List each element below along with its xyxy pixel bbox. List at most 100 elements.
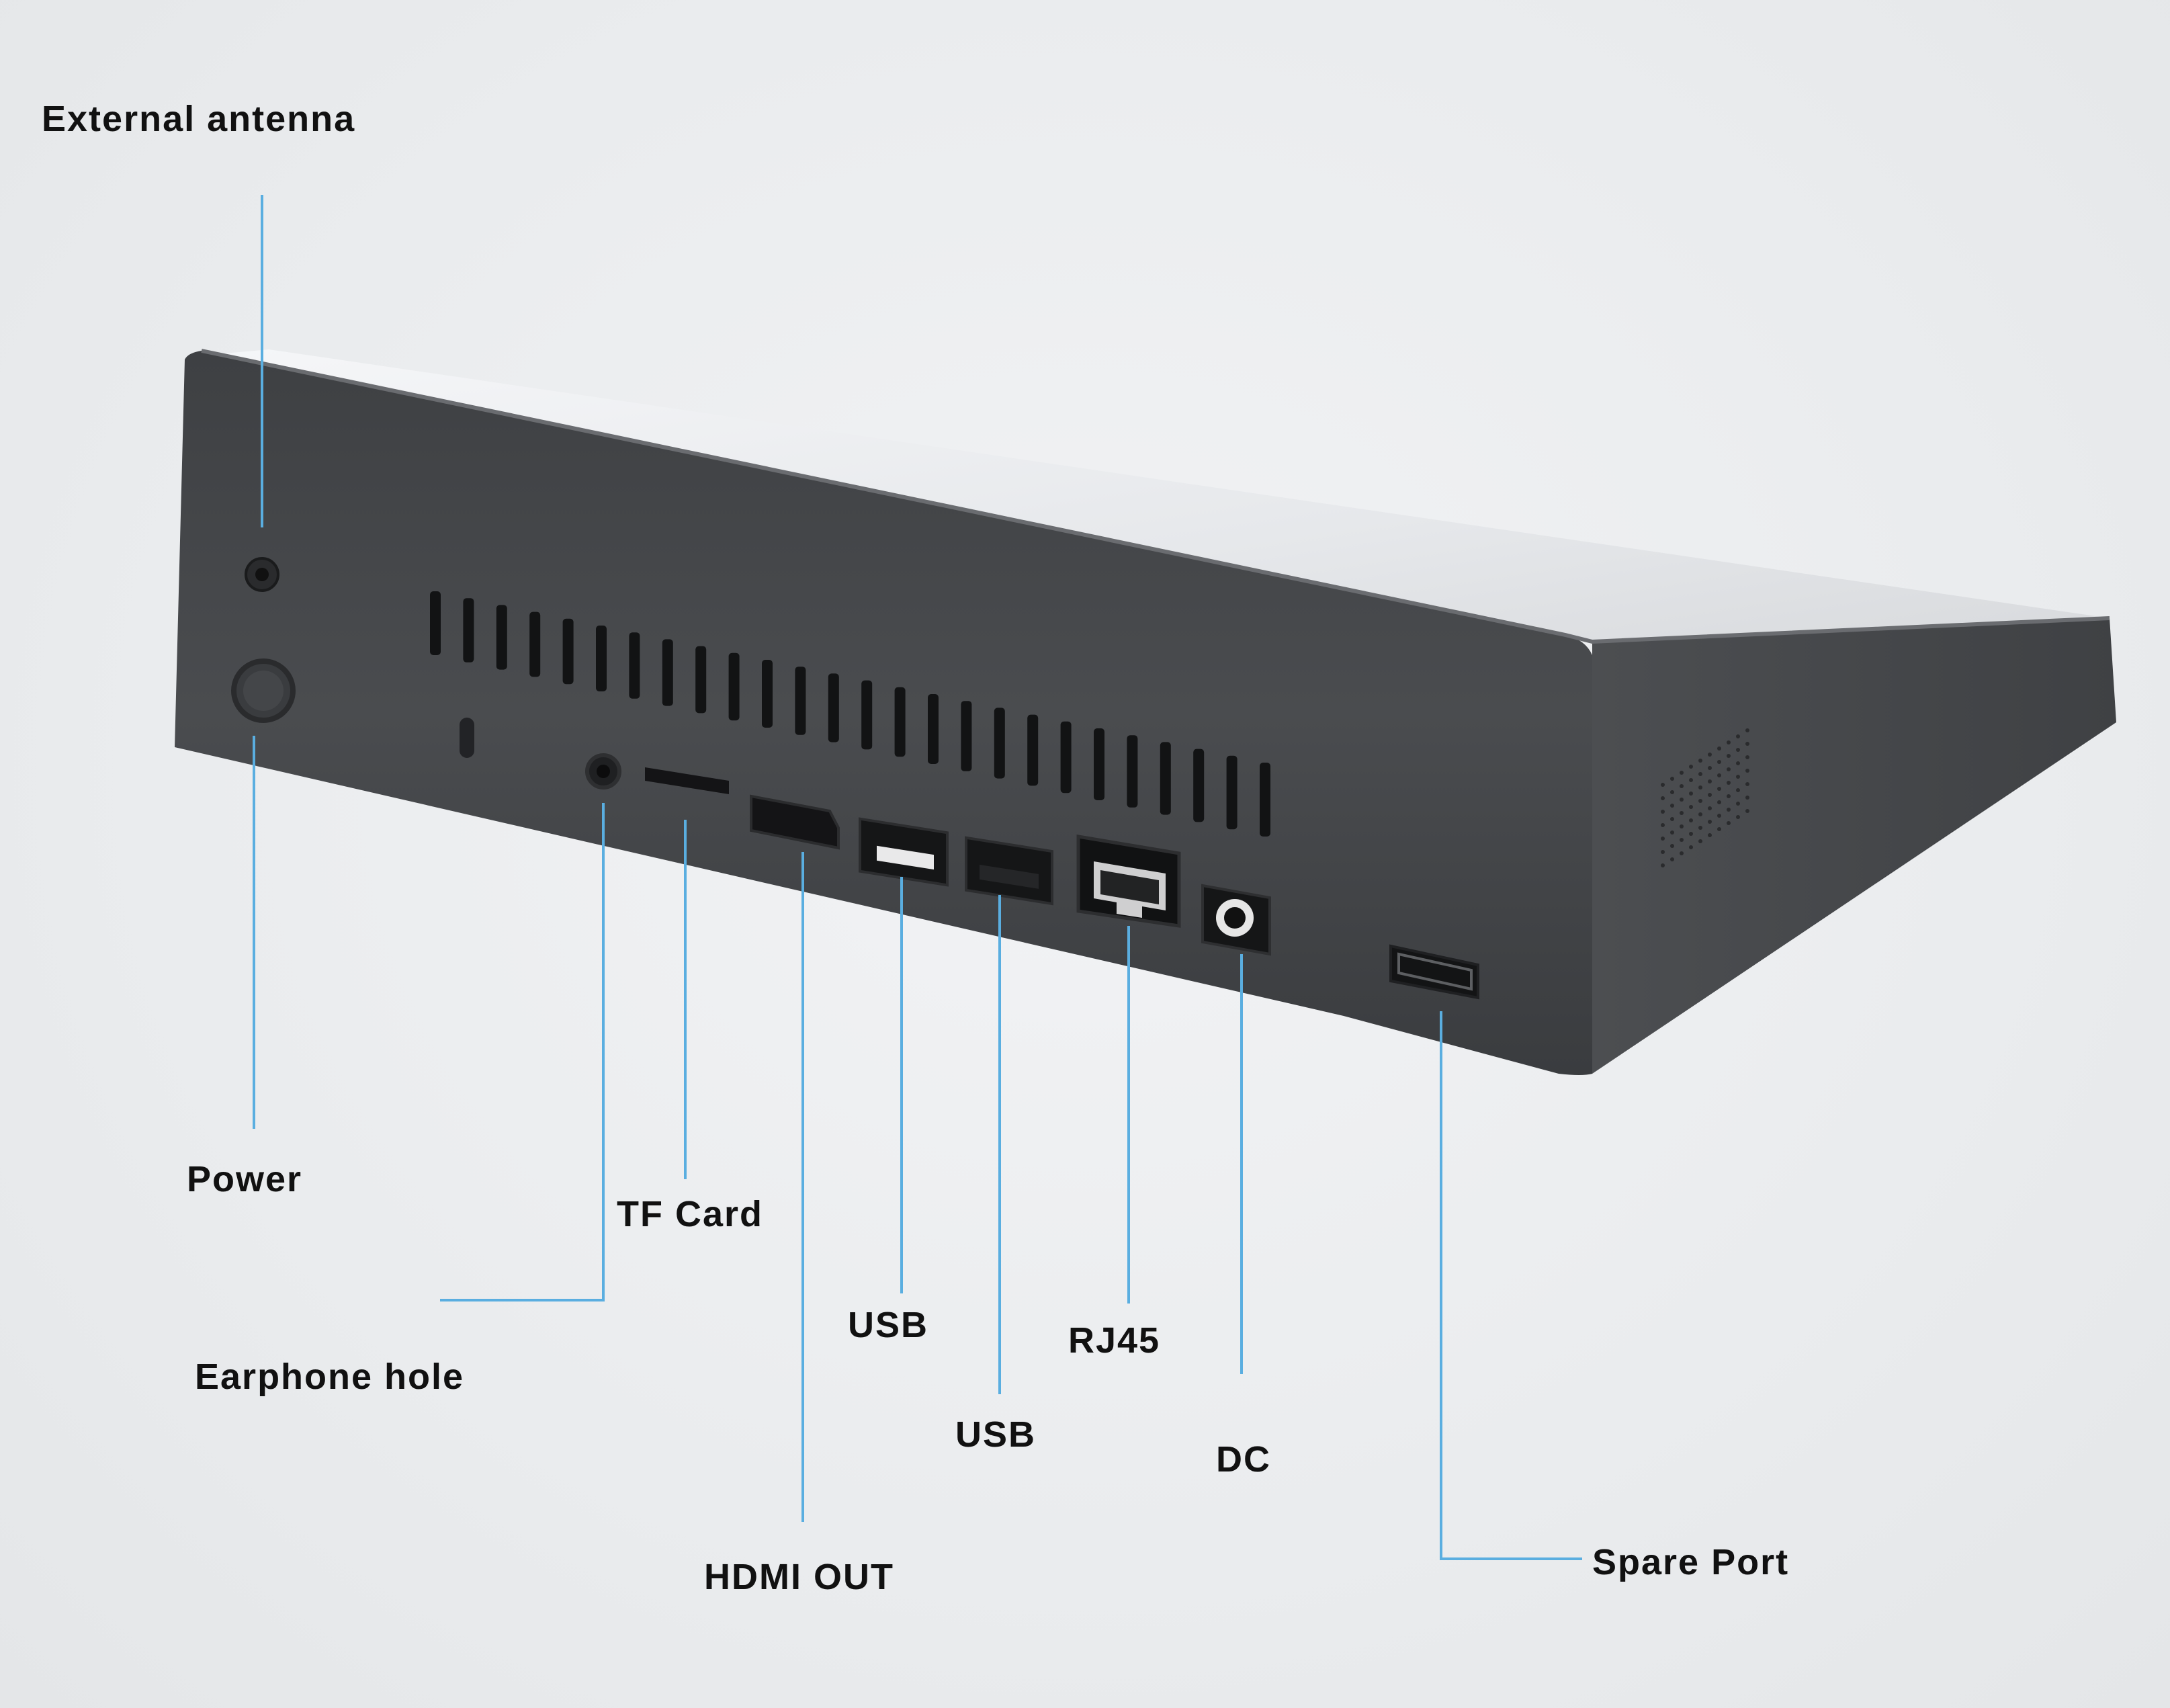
device-top-surface — [195, 349, 2110, 642]
speaker-grille — [1661, 728, 1749, 867]
speaker-hole — [1680, 838, 1684, 842]
power-button-icon — [231, 658, 296, 723]
usb-port-icon-1 — [859, 817, 949, 887]
speaker-hole — [1736, 815, 1740, 819]
speaker-hole — [1745, 796, 1749, 800]
speaker-hole — [1670, 844, 1674, 848]
speaker-hole — [1717, 787, 1721, 791]
leader-lines — [253, 195, 1582, 1560]
vent-slot — [1127, 735, 1138, 808]
speaker-hole — [1689, 818, 1693, 822]
speaker-hole — [1727, 754, 1731, 758]
speaker-hole — [1745, 809, 1749, 813]
speaker-hole — [1736, 788, 1740, 792]
speaker-hole — [1670, 790, 1674, 794]
speaker-hole — [1745, 742, 1749, 746]
speaker-hole — [1736, 802, 1740, 806]
vent-slot — [596, 626, 607, 691]
device-body — [175, 349, 2116, 1075]
speaker-hole — [1689, 805, 1693, 809]
label-external-antenna: External antenna — [42, 99, 356, 139]
speaker-hole — [1698, 759, 1702, 763]
speaker-hole — [1717, 746, 1721, 751]
speaker-hole — [1708, 779, 1712, 783]
speaker-hole — [1670, 817, 1674, 821]
vent-slot — [1193, 749, 1205, 822]
speaker-hole — [1689, 832, 1693, 836]
leader-line-earphone-hole — [440, 803, 605, 1301]
speaker-hole — [1661, 837, 1665, 841]
vent-slot — [762, 660, 773, 728]
vent-slot — [529, 611, 541, 677]
speaker-hole — [1661, 863, 1665, 867]
label-power: Power — [187, 1159, 303, 1199]
speaker-hole — [1661, 850, 1665, 854]
speaker-hole — [1727, 794, 1731, 798]
speaker-hole — [1727, 821, 1731, 825]
speaker-hole — [1717, 760, 1721, 764]
label-spare-port: Spare Port — [1592, 1542, 1790, 1582]
speaker-hole — [1717, 827, 1721, 831]
speaker-hole — [1736, 748, 1740, 752]
speaker-hole — [1680, 851, 1684, 855]
vent-slot — [1094, 728, 1104, 800]
speaker-hole — [1698, 839, 1702, 843]
vent-slot — [928, 694, 939, 764]
vent-slot — [1060, 721, 1072, 794]
speaker-hole — [1727, 781, 1731, 785]
speaker-hole — [1680, 811, 1684, 815]
speaker-hole — [1670, 857, 1674, 861]
dc-jack-icon — [1201, 884, 1271, 956]
speaker-hole — [1680, 824, 1684, 828]
speaker-hole — [1698, 826, 1702, 830]
usb-port-icon-2 — [965, 836, 1053, 906]
speaker-hole — [1670, 777, 1674, 781]
device-side-face — [1592, 618, 2116, 1074]
speaker-hole — [1708, 766, 1712, 770]
speaker-hole — [1708, 793, 1712, 797]
label-rj45: RJ45 — [1068, 1320, 1161, 1361]
speaker-hole — [1745, 782, 1749, 786]
speaker-hole — [1745, 728, 1749, 732]
vent-slot — [861, 680, 873, 750]
speaker-hole — [1661, 783, 1665, 787]
speaker-hole — [1736, 761, 1740, 765]
vent-slot — [728, 652, 740, 721]
speaker-hole — [1661, 796, 1665, 800]
hdmi-port-icon — [750, 794, 840, 850]
vent-slot — [795, 667, 806, 735]
speaker-hole — [1745, 755, 1749, 759]
card-slot-icon — [645, 767, 729, 794]
vent-slot — [629, 632, 640, 699]
leader-line-spare-port — [1440, 1011, 1582, 1560]
speaker-hole — [1698, 772, 1702, 776]
speaker-hole — [1727, 767, 1731, 771]
speaker-hole — [1661, 823, 1665, 827]
vent-slot — [1160, 742, 1171, 815]
speaker-hole — [1689, 765, 1693, 769]
speaker-hole — [1698, 812, 1702, 816]
vent-slot — [961, 701, 972, 771]
vent-slot — [828, 673, 839, 742]
vent-slot — [994, 708, 1005, 779]
speaker-hole — [1661, 810, 1665, 814]
speaker-hole — [1670, 804, 1674, 808]
speaker-hole — [1670, 830, 1674, 835]
vent-slots — [430, 591, 1270, 837]
vent-slot — [463, 598, 474, 663]
speaker-hole — [1680, 784, 1684, 788]
speaker-hole — [1717, 773, 1721, 777]
device-top-edge — [201, 349, 2110, 644]
speaker-hole — [1708, 820, 1712, 824]
label-dc: DC — [1216, 1439, 1271, 1480]
vent-slot — [1027, 714, 1039, 786]
speaker-hole — [1698, 799, 1702, 803]
speaker-hole — [1689, 792, 1693, 796]
vent-slot — [695, 646, 707, 714]
label-earphone-hole: Earphone hole — [195, 1357, 465, 1397]
vent-slot — [894, 687, 906, 757]
vent-slot — [562, 618, 574, 685]
speaker-hole — [1680, 798, 1684, 802]
